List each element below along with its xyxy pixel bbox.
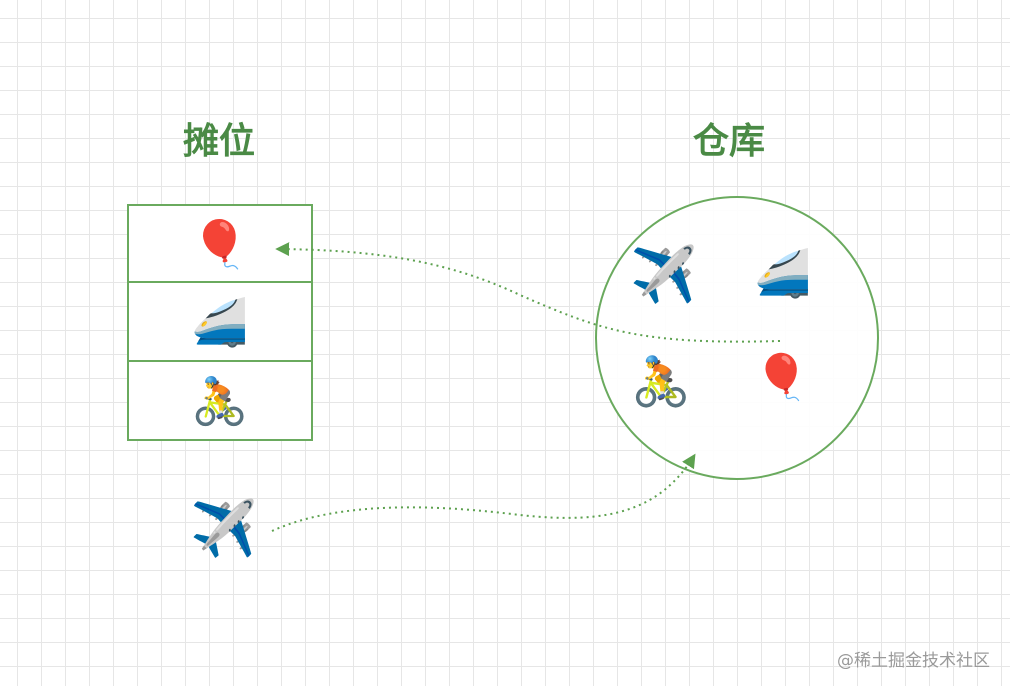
warehouse-circle — [595, 196, 879, 480]
warehouse-airplane-icon: ✈️ — [630, 243, 698, 306]
stall-title: 摊位 — [183, 121, 256, 162]
stall-slot-2: 🚄 — [129, 283, 311, 362]
store-arrow — [271, 453, 696, 532]
stall-box: 🎈 🚄 🚴 — [127, 204, 313, 441]
warehouse-balloon-icon: 🎈 — [754, 352, 809, 403]
warehouse-cyclist-icon: 🚴 — [631, 354, 691, 410]
warehouse-train-icon: 🚄 — [754, 246, 812, 300]
balloon-icon: 🎈 — [191, 216, 249, 271]
cyclist-icon: 🚴 — [191, 373, 249, 428]
watermark: @稀土掘金技术社区 — [837, 651, 990, 671]
train-icon: 🚄 — [191, 294, 249, 349]
warehouse-title: 仓库 — [693, 121, 766, 162]
stall-slot-3: 🚴 — [129, 362, 311, 439]
stall-slot-1: 🎈 — [129, 206, 311, 283]
pending-airplane-icon: ✈️ — [190, 497, 258, 560]
